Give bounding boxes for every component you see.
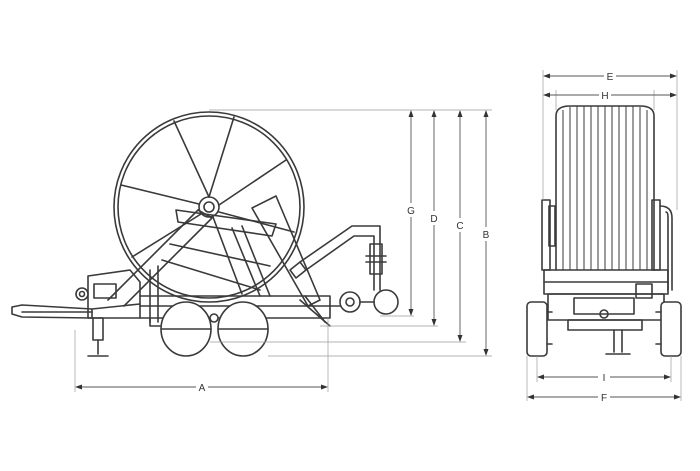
front-view xyxy=(526,70,682,401)
front-jack-leg xyxy=(87,317,109,357)
dimension-label-i: I xyxy=(603,373,606,384)
side-extension-lines xyxy=(74,109,492,392)
dimension-label-d: D xyxy=(430,214,437,225)
gun-cart-boom xyxy=(289,225,399,315)
drawbar xyxy=(11,303,141,319)
dimension-label-g: G xyxy=(407,206,415,217)
front-reel-drum xyxy=(555,105,655,271)
support-arms xyxy=(107,195,321,323)
dimension-label-h: H xyxy=(601,91,608,102)
dimension-label-c: C xyxy=(456,221,463,232)
front-extension-lines xyxy=(526,70,682,401)
front-uprights xyxy=(541,199,673,291)
dimension-label-e: E xyxy=(607,72,614,83)
reel-drum xyxy=(113,111,305,303)
dimension-label-f: F xyxy=(601,393,607,404)
front-chassis xyxy=(543,269,669,355)
dimension-labels: A G D C B E H I F xyxy=(196,69,616,404)
front-wheels xyxy=(526,301,682,357)
dimension-label-a: A xyxy=(199,383,206,394)
tandem-wheels xyxy=(160,301,269,357)
side-view xyxy=(11,109,492,392)
dimension-label-b: B xyxy=(483,230,490,241)
